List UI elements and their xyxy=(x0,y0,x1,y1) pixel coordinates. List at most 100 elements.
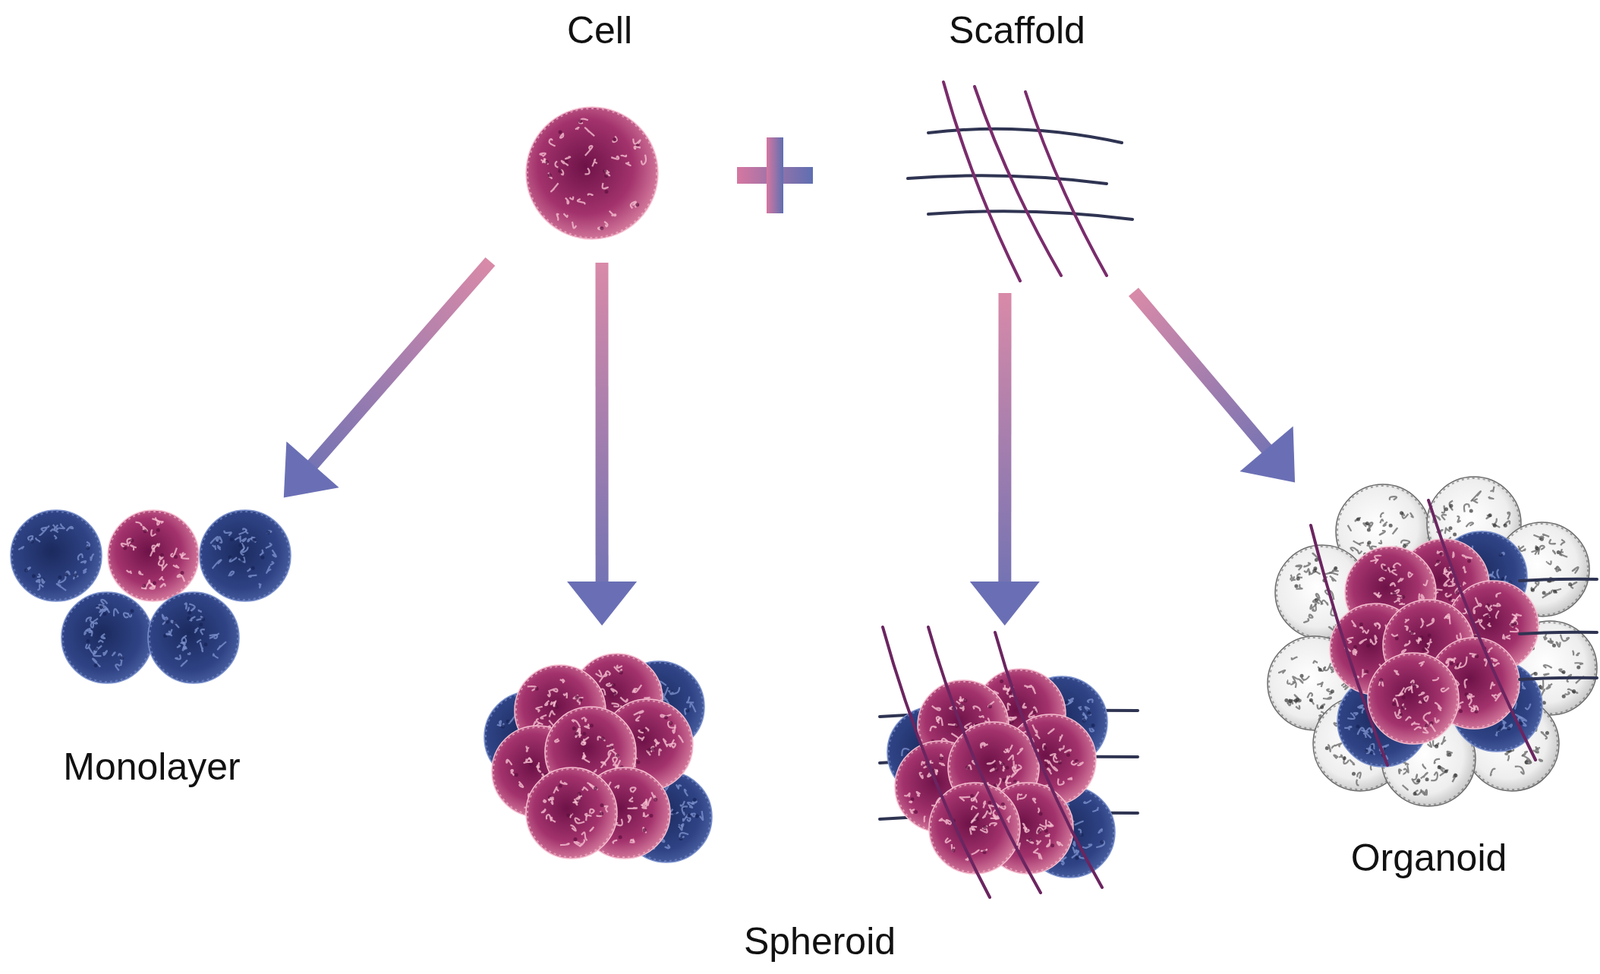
cell-pore xyxy=(602,169,607,174)
cell-pore xyxy=(564,159,569,164)
cell-texture xyxy=(1479,623,1485,629)
cell-texture xyxy=(1390,582,1396,587)
cell-texture xyxy=(1338,755,1343,759)
cell-pore xyxy=(589,723,594,728)
organoid-figure xyxy=(1267,476,1597,807)
cell-pore xyxy=(1342,755,1347,760)
cell-pore xyxy=(1501,576,1506,581)
cell-texture xyxy=(1492,523,1500,528)
cell-texture xyxy=(595,670,602,677)
cell-texture xyxy=(1057,841,1064,846)
cell-texture xyxy=(575,818,585,824)
cell-texture xyxy=(1392,528,1398,535)
cell-texture xyxy=(53,535,57,539)
cell-texture xyxy=(135,522,142,526)
cell-texture xyxy=(210,536,218,544)
cell-texture xyxy=(670,686,680,694)
cell-texture xyxy=(612,840,618,844)
cell-texture xyxy=(629,796,634,801)
cell-texture xyxy=(1467,695,1472,706)
cell-texture xyxy=(1426,618,1434,627)
cell-texture xyxy=(1462,554,1473,558)
cell-pore xyxy=(982,850,987,854)
cell-texture xyxy=(1488,497,1493,499)
cell-pore xyxy=(1066,752,1071,757)
cell-texture xyxy=(1083,800,1092,804)
cell-texture xyxy=(921,761,925,766)
cell-texture xyxy=(1379,577,1385,580)
cell-pore xyxy=(636,760,640,765)
arrow-connector xyxy=(283,261,491,498)
cell-texture xyxy=(1347,637,1354,643)
cell-texture xyxy=(1434,702,1440,706)
cell-texture xyxy=(1441,506,1445,514)
cell-texture xyxy=(35,537,41,542)
cell-texture xyxy=(540,714,546,719)
cell-pore xyxy=(653,797,658,802)
cell-pore xyxy=(1402,544,1407,549)
cell-pore xyxy=(1359,622,1364,627)
cell-pore xyxy=(1410,630,1415,635)
cell-texture xyxy=(37,573,41,577)
cell-texture xyxy=(584,724,590,729)
cell-texture xyxy=(1359,626,1364,630)
cell-texture xyxy=(1393,563,1402,568)
cell-texture xyxy=(1535,581,1540,586)
cell-texture xyxy=(1456,633,1462,640)
cell-texture xyxy=(1068,698,1074,701)
cell-texture xyxy=(1023,685,1032,688)
cell-texture xyxy=(1032,724,1037,733)
cell-texture xyxy=(1458,656,1467,668)
pink-cell xyxy=(525,767,618,859)
cell-pore xyxy=(1314,557,1319,562)
cell-texture xyxy=(541,157,546,163)
cell-texture xyxy=(620,154,627,157)
cell-texture xyxy=(148,579,155,588)
cell-pore xyxy=(577,791,582,796)
cell-texture xyxy=(971,806,977,810)
cell-pore xyxy=(173,554,178,559)
scaffold-fiber xyxy=(928,626,1041,893)
cell-texture xyxy=(636,715,640,721)
cell-texture xyxy=(1349,759,1355,765)
cell-pore xyxy=(566,812,571,817)
cell-texture xyxy=(78,554,83,561)
cell-texture xyxy=(1019,793,1027,799)
cell-pore xyxy=(648,813,653,818)
cell-pore xyxy=(1503,523,1508,528)
cell-pore xyxy=(506,719,511,724)
cell-texture xyxy=(625,162,631,166)
cell-texture xyxy=(1502,634,1505,640)
cell-texture xyxy=(100,633,105,639)
cell-texture xyxy=(630,787,637,793)
cell-texture xyxy=(138,571,144,576)
cell-texture xyxy=(573,695,584,700)
cell-texture xyxy=(1470,705,1475,712)
cell-texture xyxy=(41,579,45,583)
cell-texture xyxy=(1023,702,1027,708)
cell-texture xyxy=(183,646,187,649)
pink-cell xyxy=(107,510,199,602)
cell-texture xyxy=(1398,577,1403,582)
cell-pore xyxy=(619,670,624,675)
arrow-connector xyxy=(1133,292,1295,483)
arrow-shaft xyxy=(595,262,609,586)
cell-pore xyxy=(1545,730,1550,735)
cell-texture xyxy=(1046,768,1052,775)
cell-texture xyxy=(598,736,605,741)
cell-texture xyxy=(1085,706,1090,710)
cell-body xyxy=(525,107,659,240)
cell-texture xyxy=(239,528,247,535)
cell-texture xyxy=(1435,717,1440,722)
cell-body xyxy=(148,592,240,684)
cell-pore xyxy=(238,543,243,548)
cell-texture xyxy=(565,198,569,205)
cell-pore xyxy=(1365,521,1370,526)
cell-pore xyxy=(173,620,177,624)
cell-texture xyxy=(1574,662,1583,665)
cell-pore xyxy=(1399,510,1404,515)
cell-texture xyxy=(1089,727,1094,732)
cell-texture xyxy=(1364,745,1371,753)
cell-texture xyxy=(499,721,501,727)
